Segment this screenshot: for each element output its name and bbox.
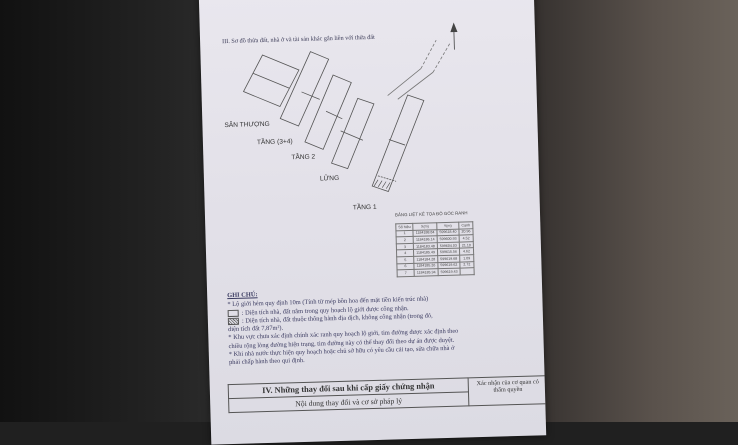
background-left xyxy=(0,0,215,422)
label-floor2: TẦNG 2 xyxy=(291,153,316,162)
rooftop-plan xyxy=(242,54,300,108)
table-cell: 1184185.94 xyxy=(414,268,439,277)
label-rooftop: SÂN THƯỢNG xyxy=(224,120,270,130)
road-strip xyxy=(387,39,451,100)
label-floor1: TẦNG 1 xyxy=(352,203,377,212)
hatched-swatch-icon xyxy=(227,317,240,325)
floor1-plan xyxy=(371,94,425,193)
section-4-confirm-header: Xác nhận của cơ quan có thẩm quyền xyxy=(468,375,547,406)
north-arrow-icon xyxy=(450,22,458,50)
coord-table: Số hiệu X(m) Y(m) Cạnh 1 1184188.84 5996… xyxy=(395,221,475,277)
mezzanine-plan xyxy=(331,97,375,170)
document-page: III. Sơ đồ thửa đất, nhà ở và tài sản kh… xyxy=(198,0,547,445)
floor-plan-drawing xyxy=(242,22,458,193)
floor2-plan xyxy=(304,74,352,150)
table-cell xyxy=(459,267,475,275)
hatched-area xyxy=(373,179,391,189)
blank-swatch-icon xyxy=(227,309,239,317)
floor34-plan xyxy=(279,51,330,127)
table-cell: 599619.43 xyxy=(437,268,461,276)
section-4-table: IV. Những thay đổi sau khi cấp giấy chứn… xyxy=(228,375,547,413)
background-right xyxy=(528,0,738,422)
table-cell: 7 xyxy=(397,269,415,277)
label-mezzanine: LỬNG xyxy=(319,174,340,183)
label-floor34: TẦNG (3+4) xyxy=(256,138,293,147)
notes-section: GHI CHÚ: * Lộ giới hẻm quy định 10m (Tín… xyxy=(227,283,539,367)
